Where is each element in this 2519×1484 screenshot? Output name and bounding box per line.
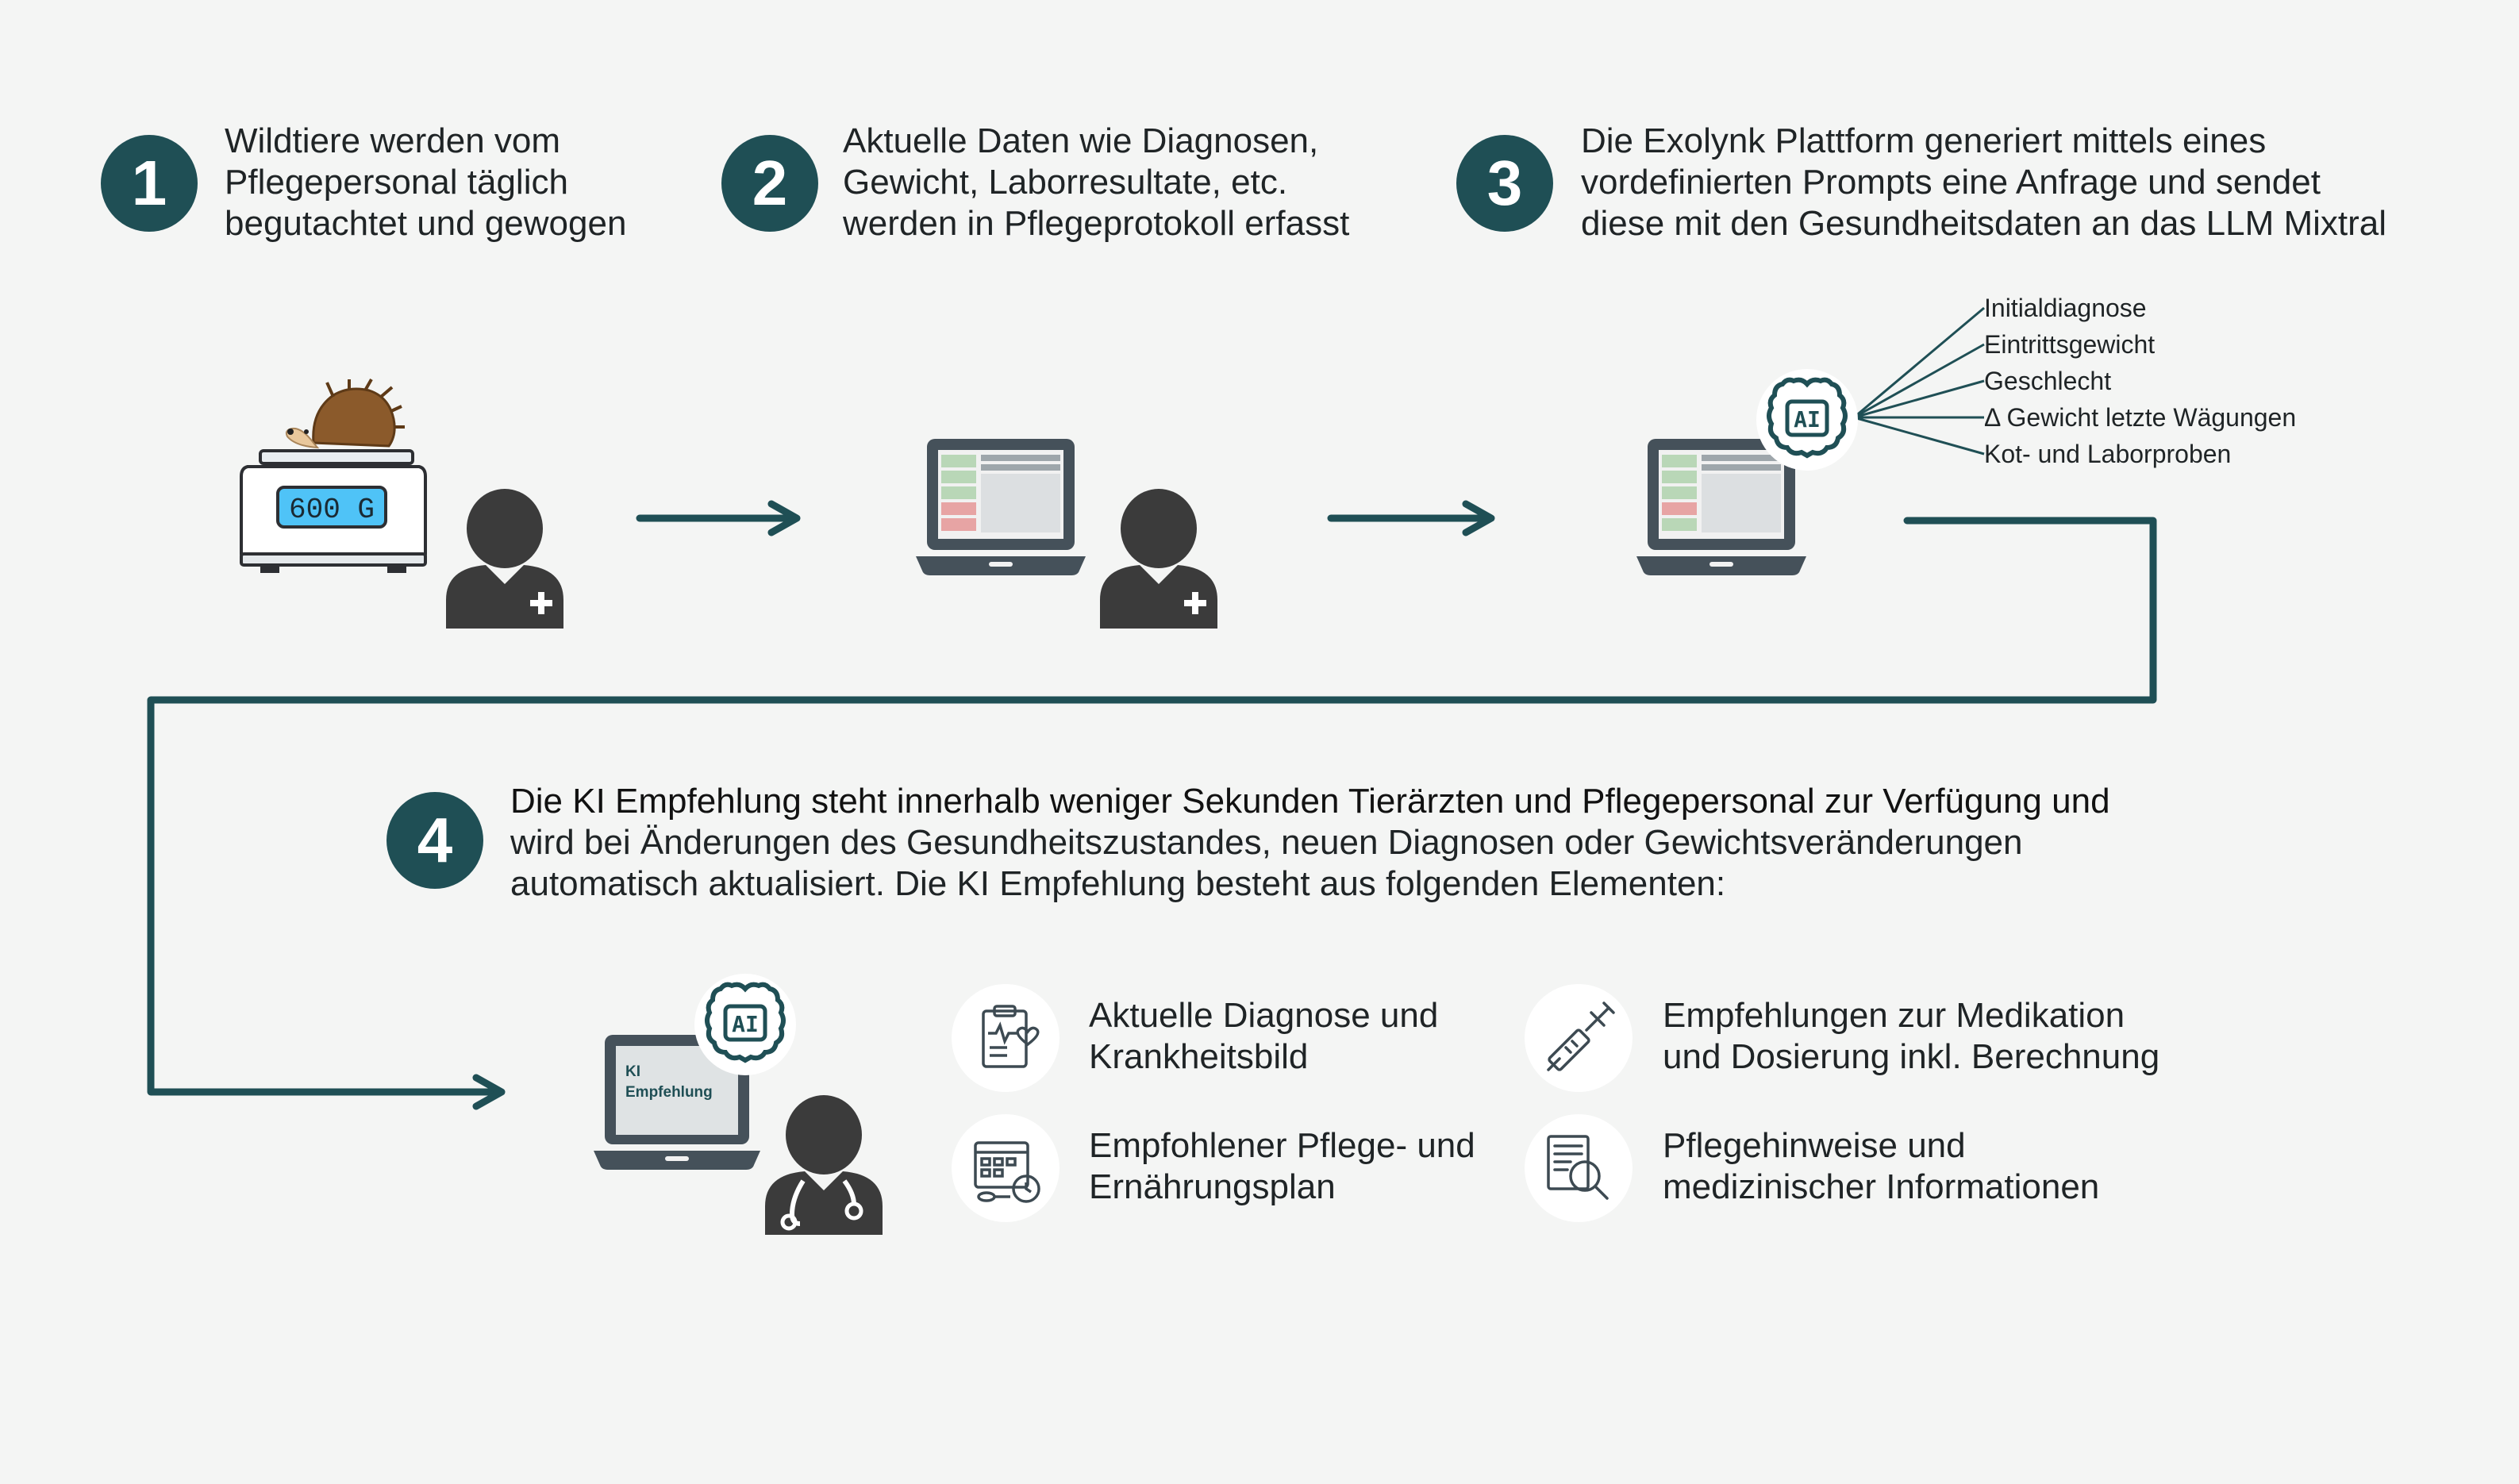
step-2-line: Gewicht, Laborresultate, etc. — [843, 163, 1288, 202]
nurse-person-icon — [1100, 489, 1217, 629]
hedgehog-icon — [285, 379, 405, 449]
step-4-number: 4 — [387, 792, 483, 889]
step-3-text: Die Exolynk Plattform generiert mittels … — [1581, 121, 2386, 244]
llm-parameter: Δ Gewicht letzte Wägungen — [1984, 403, 2297, 432]
doctor-person-icon — [765, 1095, 883, 1235]
step-1-number: 1 — [101, 135, 198, 232]
feature-line: Krankheitsbild — [1089, 1037, 1309, 1076]
arrow-step2-to-step3-head — [1462, 500, 1495, 536]
feature-text: Empfohlener Pflege- und Ernährungsplan — [1089, 1125, 1475, 1208]
llm-parameter: Eintrittsgewicht — [1984, 330, 2156, 359]
feature-line: Pflegehinweise und — [1663, 1126, 1966, 1165]
feature-text: Pflegehinweise und medizinischer Informa… — [1663, 1125, 2099, 1208]
step-2-number: 2 — [721, 135, 818, 232]
step-1-line: Pflegepersonal täglich — [225, 163, 568, 202]
step-4-line: Die KI Empfehlung steht innerhalb wenige… — [510, 782, 2110, 821]
step-1-text: Wildtiere werden vom Pflegepersonal tägl… — [225, 121, 626, 244]
clipboard-diagnosis-icon — [982, 1005, 1040, 1068]
syringe-icon — [1547, 1002, 1615, 1071]
scale-icon: 600 G — [240, 379, 427, 573]
feature-text: Empfehlungen zur Medikation und Dosierun… — [1663, 995, 2159, 1078]
feature-line: Empfohlener Pflege- und — [1089, 1126, 1475, 1165]
feature-icon-circle — [1525, 1114, 1633, 1222]
feature-line: und Dosierung inkl. Berechnung — [1663, 1037, 2160, 1076]
recommendation-screen-label: Empfehlung — [625, 1084, 713, 1101]
llm-parameter: Initialdiagnose — [1984, 294, 2147, 322]
feature-icon-circle — [952, 1114, 1060, 1222]
step-1-line: begutachtet und gewogen — [225, 204, 627, 243]
step-4-line: wird bei Änderungen des Gesundheitszusta… — [510, 823, 2023, 862]
step-3-line: vordefinierten Prompts eine Anfrage und … — [1581, 163, 2321, 202]
step-3-number: 3 — [1456, 135, 1553, 232]
step-4-line: automatisch aktualisiert. Die KI Empfehl… — [510, 864, 1726, 903]
arrow-step4-head — [472, 1074, 506, 1110]
step-3-line: diese mit den Gesundheitsdaten an das LL… — [1581, 204, 2387, 243]
step-2-text: Aktuelle Daten wie Diagnosen, Gewicht, L… — [843, 121, 1349, 244]
laptop-icon — [1636, 439, 1806, 575]
step-2-line: Aktuelle Daten wie Diagnosen, — [843, 121, 1319, 160]
calendar-plan-icon — [974, 1141, 1040, 1203]
step-2-line: werden in Pflegeprotokoll erfasst — [843, 204, 1350, 243]
document-search-icon — [1547, 1135, 1609, 1200]
ai-badge-label: AI — [732, 1011, 759, 1037]
feature-line: Ernährungsplan — [1089, 1167, 1336, 1206]
feature-text: Aktuelle Diagnose und Krankheitsbild — [1089, 995, 1438, 1078]
step-1-line: Wildtiere werden vom — [225, 121, 561, 160]
step-3-line: Die Exolynk Plattform generiert mittels … — [1581, 121, 2267, 160]
recommendation-screen-label: KI — [625, 1063, 640, 1080]
ai-badge-label: AI — [1794, 406, 1821, 433]
feature-line: medizinischer Informationen — [1663, 1167, 2100, 1206]
flow-line-step3-to-step4 — [147, 517, 2157, 1096]
llm-parameter: Kot- und Laborproben — [1984, 440, 2232, 468]
ai-brain-icon: AI — [694, 974, 796, 1075]
llm-parameter: Geschlecht — [1984, 367, 2112, 395]
ai-brain-icon: AI — [1756, 369, 1858, 471]
feature-line: Aktuelle Diagnose und — [1089, 996, 1439, 1035]
arrow-step1-to-step2-head — [767, 500, 801, 536]
feature-icon-circle — [952, 984, 1060, 1092]
scale-reading: 600 G — [289, 494, 375, 526]
nurse-person-icon — [446, 489, 563, 629]
feature-line: Empfehlungen zur Medikation — [1663, 996, 2125, 1035]
step-4-text: Die KI Empfehlung steht innerhalb wenige… — [510, 781, 2110, 905]
laptop-icon — [916, 439, 1086, 575]
feature-icon-circle — [1525, 984, 1633, 1092]
